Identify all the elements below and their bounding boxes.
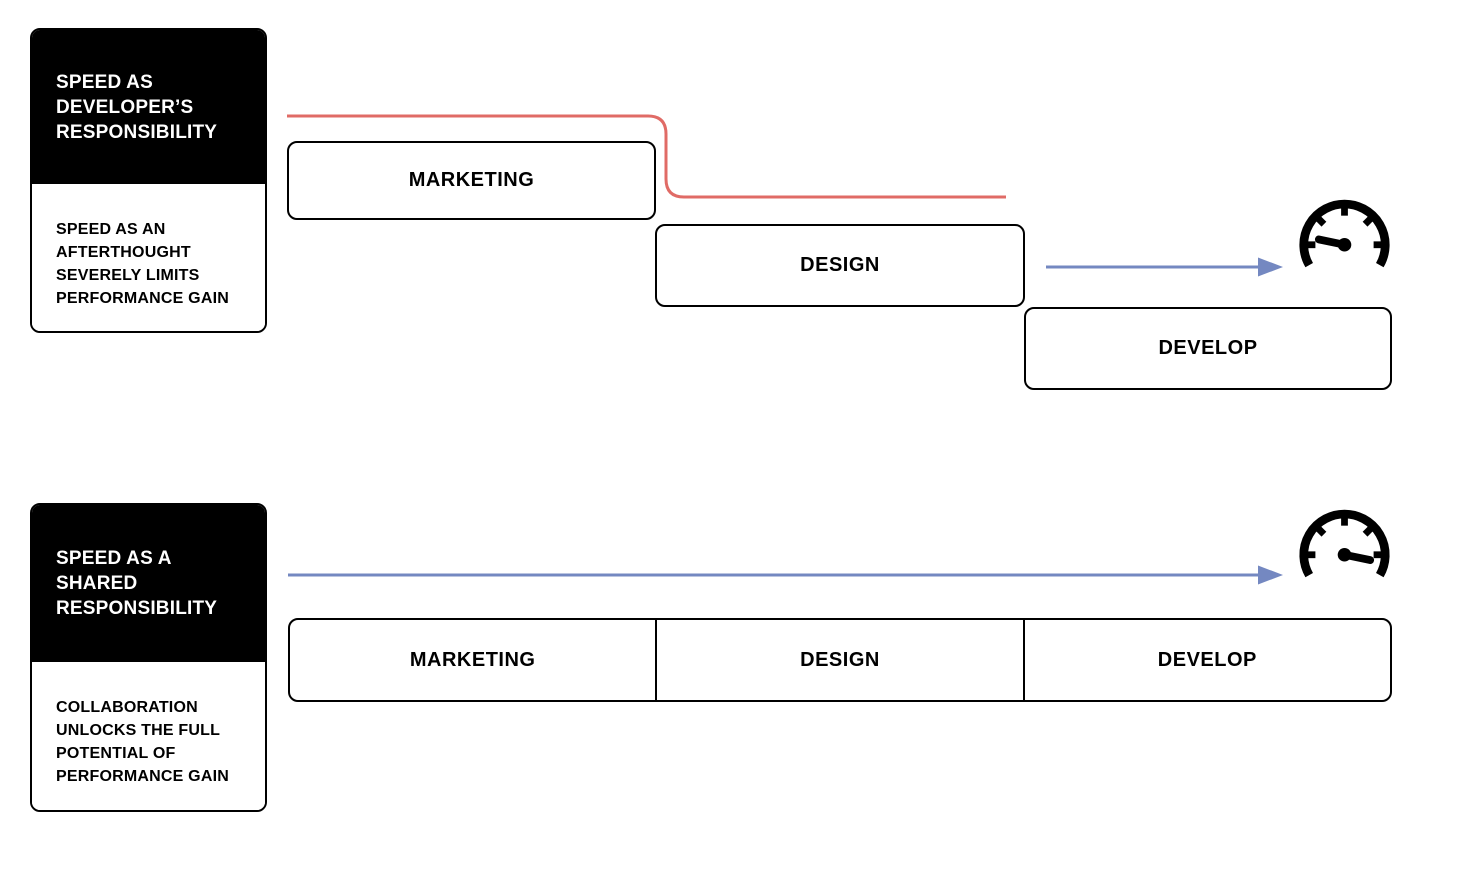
speed-arrow-short <box>1046 257 1283 277</box>
stage-segment-develop: DEVELOP <box>1022 620 1390 700</box>
stage-box-design: DESIGN <box>655 224 1025 307</box>
stage-label-develop: DEVELOP <box>1157 648 1257 671</box>
speedometer-high-icon <box>1299 509 1390 578</box>
bottom-card-title: SPEED AS A SHARED RESPONSIBILITY <box>32 505 265 662</box>
top-card-title: SPEED AS DEVELOPER’S RESPONSIBILITY <box>32 30 265 184</box>
bottom-card-note: COLLABORATION UNLOCKS THE FULL POTENTIAL… <box>32 662 265 810</box>
stage-box-develop: DEVELOP <box>1024 307 1392 390</box>
stage-label-develop: DEVELOP <box>1158 337 1258 359</box>
stage-label-marketing: MARKETING <box>409 648 536 671</box>
stage-label-design: DESIGN <box>800 648 880 671</box>
stage-box-marketing: MARKETING <box>287 141 656 220</box>
shared-timeline-row: MARKETING DESIGN DEVELOP <box>288 618 1392 702</box>
stage-label-design: DESIGN <box>800 254 880 276</box>
stage-segment-design: DESIGN <box>655 620 1022 700</box>
speedometer-low-icon <box>1299 199 1390 268</box>
stage-segment-marketing: MARKETING <box>290 620 655 700</box>
stage-label-marketing: MARKETING <box>408 169 535 191</box>
speed-arrow-long <box>288 565 1283 585</box>
bottom-info-card: SPEED AS A SHARED RESPONSIBILITY COLLABO… <box>30 503 267 812</box>
top-info-card: SPEED AS DEVELOPER’S RESPONSIBILITY SPEE… <box>30 28 267 333</box>
top-card-note: SPEED AS AN AFTERTHOUGHT SEVERELY LIMITS… <box>32 184 265 331</box>
